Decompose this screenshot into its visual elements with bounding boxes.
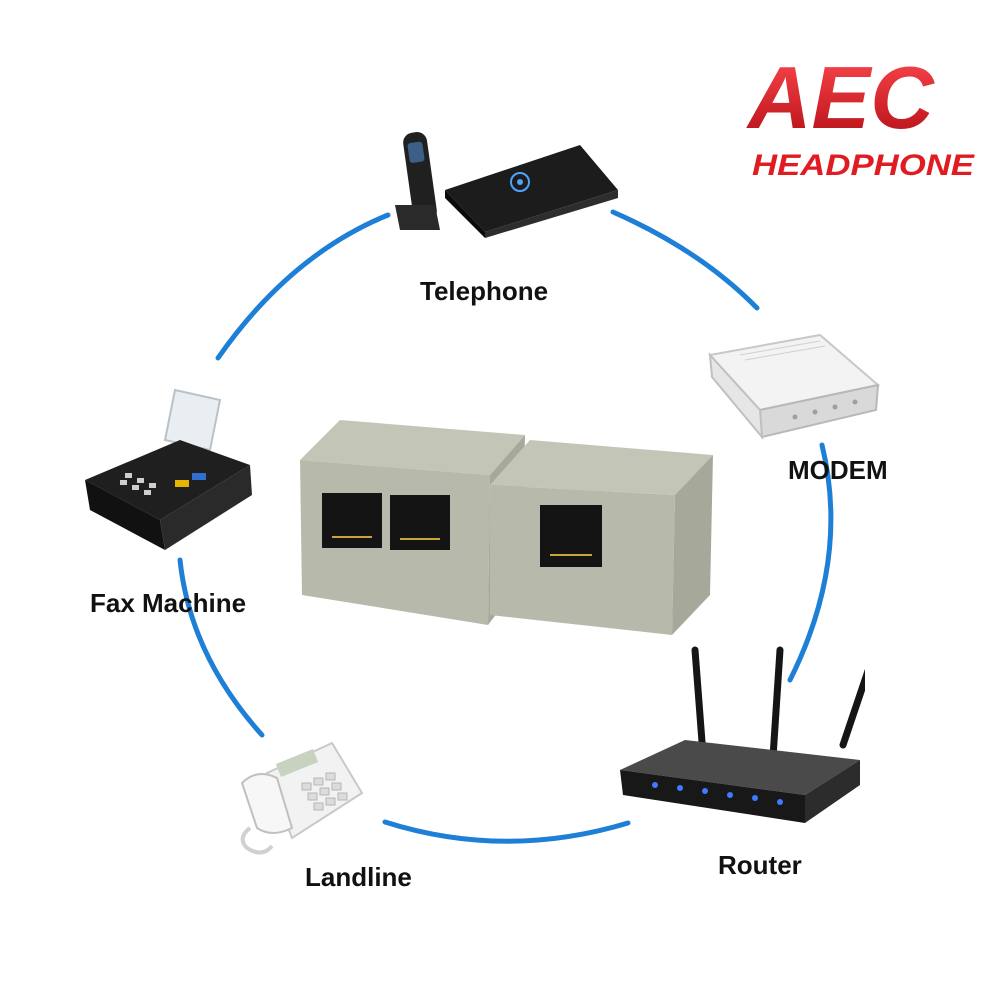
- device-label-modem: MODEM: [788, 455, 888, 485]
- device-label-landline: Landline: [305, 862, 412, 892]
- arc-fax-telephone: [215, 212, 391, 361]
- arc-modem-router: [787, 442, 834, 683]
- fax-machine-icon: [85, 388, 252, 550]
- arc-router-landline: [382, 819, 631, 844]
- brand-logo: AEC HEADPHONE: [746, 50, 975, 182]
- landline-phone-icon: [240, 741, 364, 855]
- cordless-phone-base-icon: [395, 132, 618, 238]
- brand-logo-line1: AEC: [746, 50, 935, 147]
- rj11-splitter-icon: [300, 420, 713, 635]
- device-label-fax: Fax Machine: [90, 588, 247, 618]
- router-icon: [620, 646, 865, 823]
- modem-icon: [708, 333, 880, 440]
- arc-landline-fax: [177, 557, 265, 738]
- device-label-router: Router: [718, 850, 802, 880]
- device-label-telephone: Telephone: [420, 276, 549, 306]
- arc-telephone-modem: [610, 209, 760, 311]
- brand-logo-line2: HEADPHONE: [752, 149, 975, 182]
